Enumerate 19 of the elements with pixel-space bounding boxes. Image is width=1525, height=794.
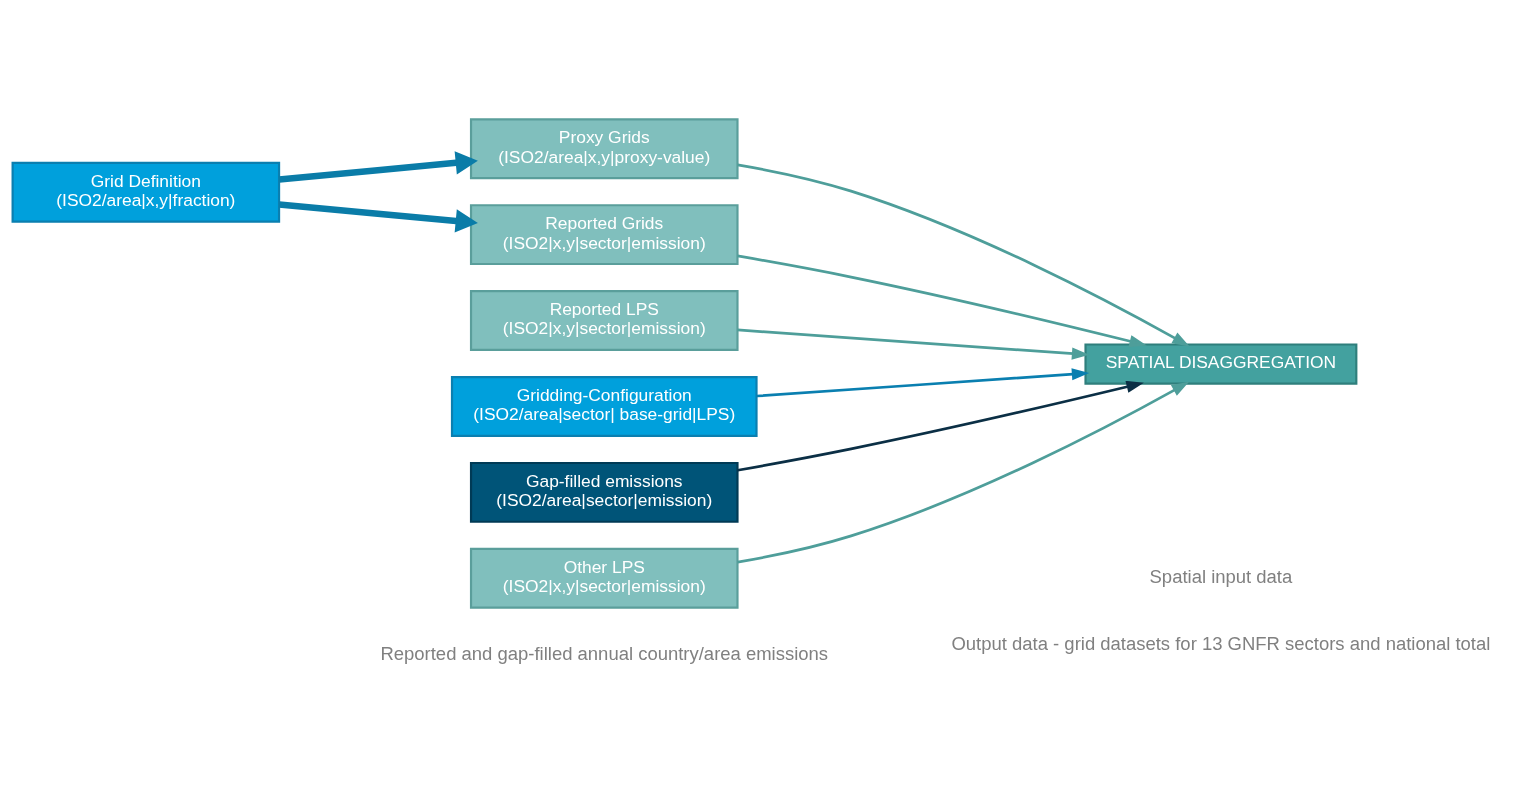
arrow bbox=[278, 150, 478, 183]
label: Reported and gap-filled annual country/area emissions bbox=[380, 642, 829, 664]
node-box: Grid Definition (ISO2/area|x,y|fraction) bbox=[11, 161, 281, 223]
node-box: Gridding-Configuration (ISO2/area|sector| base-grid|LPS) bbox=[450, 375, 758, 437]
arrow bbox=[278, 200, 478, 233]
node-box: Reported Grids (ISO2|x,y|sector|emission) bbox=[469, 203, 739, 265]
arrow bbox=[737, 254, 1147, 347]
node-box: Other LPS (ISO2|x,y|sector|emission) bbox=[469, 547, 739, 609]
arrow bbox=[737, 381, 1190, 563]
label: Spatial input data bbox=[1149, 565, 1293, 587]
arrow bbox=[737, 328, 1090, 360]
node-box: Reported LPS (ISO2|x,y|sector|emission) bbox=[469, 289, 739, 351]
label: Output data - grid datasets for 13 GNFR sectors and national total bbox=[951, 632, 1491, 654]
arrow bbox=[756, 367, 1090, 397]
arrow bbox=[737, 380, 1144, 472]
node-box: SPATIAL DISAGGREGATION bbox=[1084, 342, 1358, 385]
node-box: Proxy Grids (ISO2/area|x,y|proxy-value) bbox=[469, 117, 739, 179]
arrow bbox=[737, 163, 1190, 346]
node-box: Gap-filled emissions (ISO2/area|sector|emission) bbox=[469, 461, 739, 523]
